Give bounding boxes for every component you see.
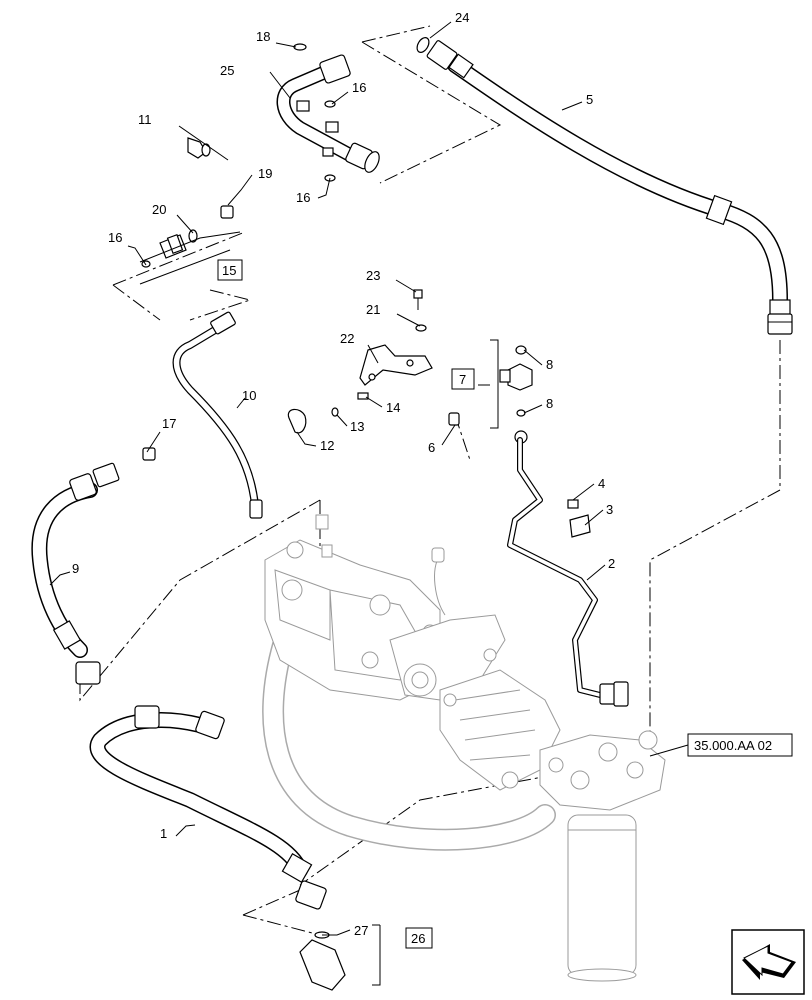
callout-6: 6	[428, 440, 435, 455]
callout-16-right: 16	[352, 80, 366, 95]
hose-5	[426, 40, 793, 335]
reference-box[interactable]: 35.000.AA 02	[687, 733, 793, 757]
plug-19	[220, 205, 234, 219]
leader-lines	[49, 21, 689, 936]
callout-11: 11	[138, 112, 152, 127]
callout-4: 4	[598, 476, 605, 491]
bracket-22	[359, 344, 433, 386]
callout-23: 23	[366, 268, 380, 283]
callout-labels: 1 2 3 4 5 6 8 8 9 10 11 12 13 14 16 16 1…	[72, 10, 615, 938]
screw-14	[357, 392, 369, 400]
plug-6	[448, 412, 460, 426]
screw-23	[413, 289, 423, 310]
boxed-callout-26: 26	[405, 927, 433, 949]
callout-27: 27	[354, 923, 368, 938]
clamp-12	[287, 408, 307, 434]
bracket-lines	[139, 231, 499, 986]
callout-8-upper: 8	[546, 357, 553, 372]
fitting-7	[499, 345, 533, 444]
callout-3: 3	[606, 502, 613, 517]
callout-9: 9	[72, 561, 79, 576]
hose-10	[172, 311, 263, 519]
reference-label: 35.000.AA 02	[694, 738, 772, 753]
view-direction-arrow-icon	[731, 929, 805, 995]
tube-2	[507, 437, 629, 707]
washer-13	[331, 407, 339, 417]
callout-14: 14	[386, 400, 400, 415]
callout-10: 10	[242, 388, 256, 403]
washer-21	[415, 324, 427, 332]
callout-12: 12	[320, 438, 334, 453]
clip-3	[569, 514, 591, 538]
callout-5: 5	[586, 92, 593, 107]
plug-11	[187, 137, 211, 159]
o-ring-24	[416, 37, 430, 53]
svg-text:26: 26	[411, 931, 425, 946]
callout-22: 22	[340, 331, 354, 346]
callout-8-lower: 8	[546, 396, 553, 411]
svg-text:15: 15	[222, 263, 236, 278]
callout-2: 2	[608, 556, 615, 571]
svg-text:7: 7	[459, 372, 466, 387]
pump-assembly-ghost	[262, 514, 666, 982]
callout-21: 21	[366, 302, 380, 317]
callout-19: 19	[258, 166, 272, 181]
callout-16-lower: 16	[296, 190, 310, 205]
callout-25: 25	[220, 63, 234, 78]
plug-17	[142, 447, 156, 461]
hose-9	[31, 462, 120, 685]
boxed-callout-7: 7	[451, 368, 475, 390]
tube-25	[276, 54, 380, 173]
callout-18: 18	[256, 29, 270, 44]
screw-4	[567, 499, 579, 509]
adapter-20	[141, 229, 198, 268]
o-ring-16a	[324, 100, 336, 108]
callout-13: 13	[350, 419, 364, 434]
callout-24: 24	[455, 10, 469, 25]
callout-16-left: 16	[108, 230, 122, 245]
boxed-callout-15: 15	[217, 259, 243, 281]
callout-17: 17	[162, 416, 176, 431]
hose-1	[89, 705, 327, 910]
elbow-fitting-26	[299, 931, 346, 991]
callout-1: 1	[160, 826, 167, 841]
callout-20: 20	[152, 202, 166, 217]
